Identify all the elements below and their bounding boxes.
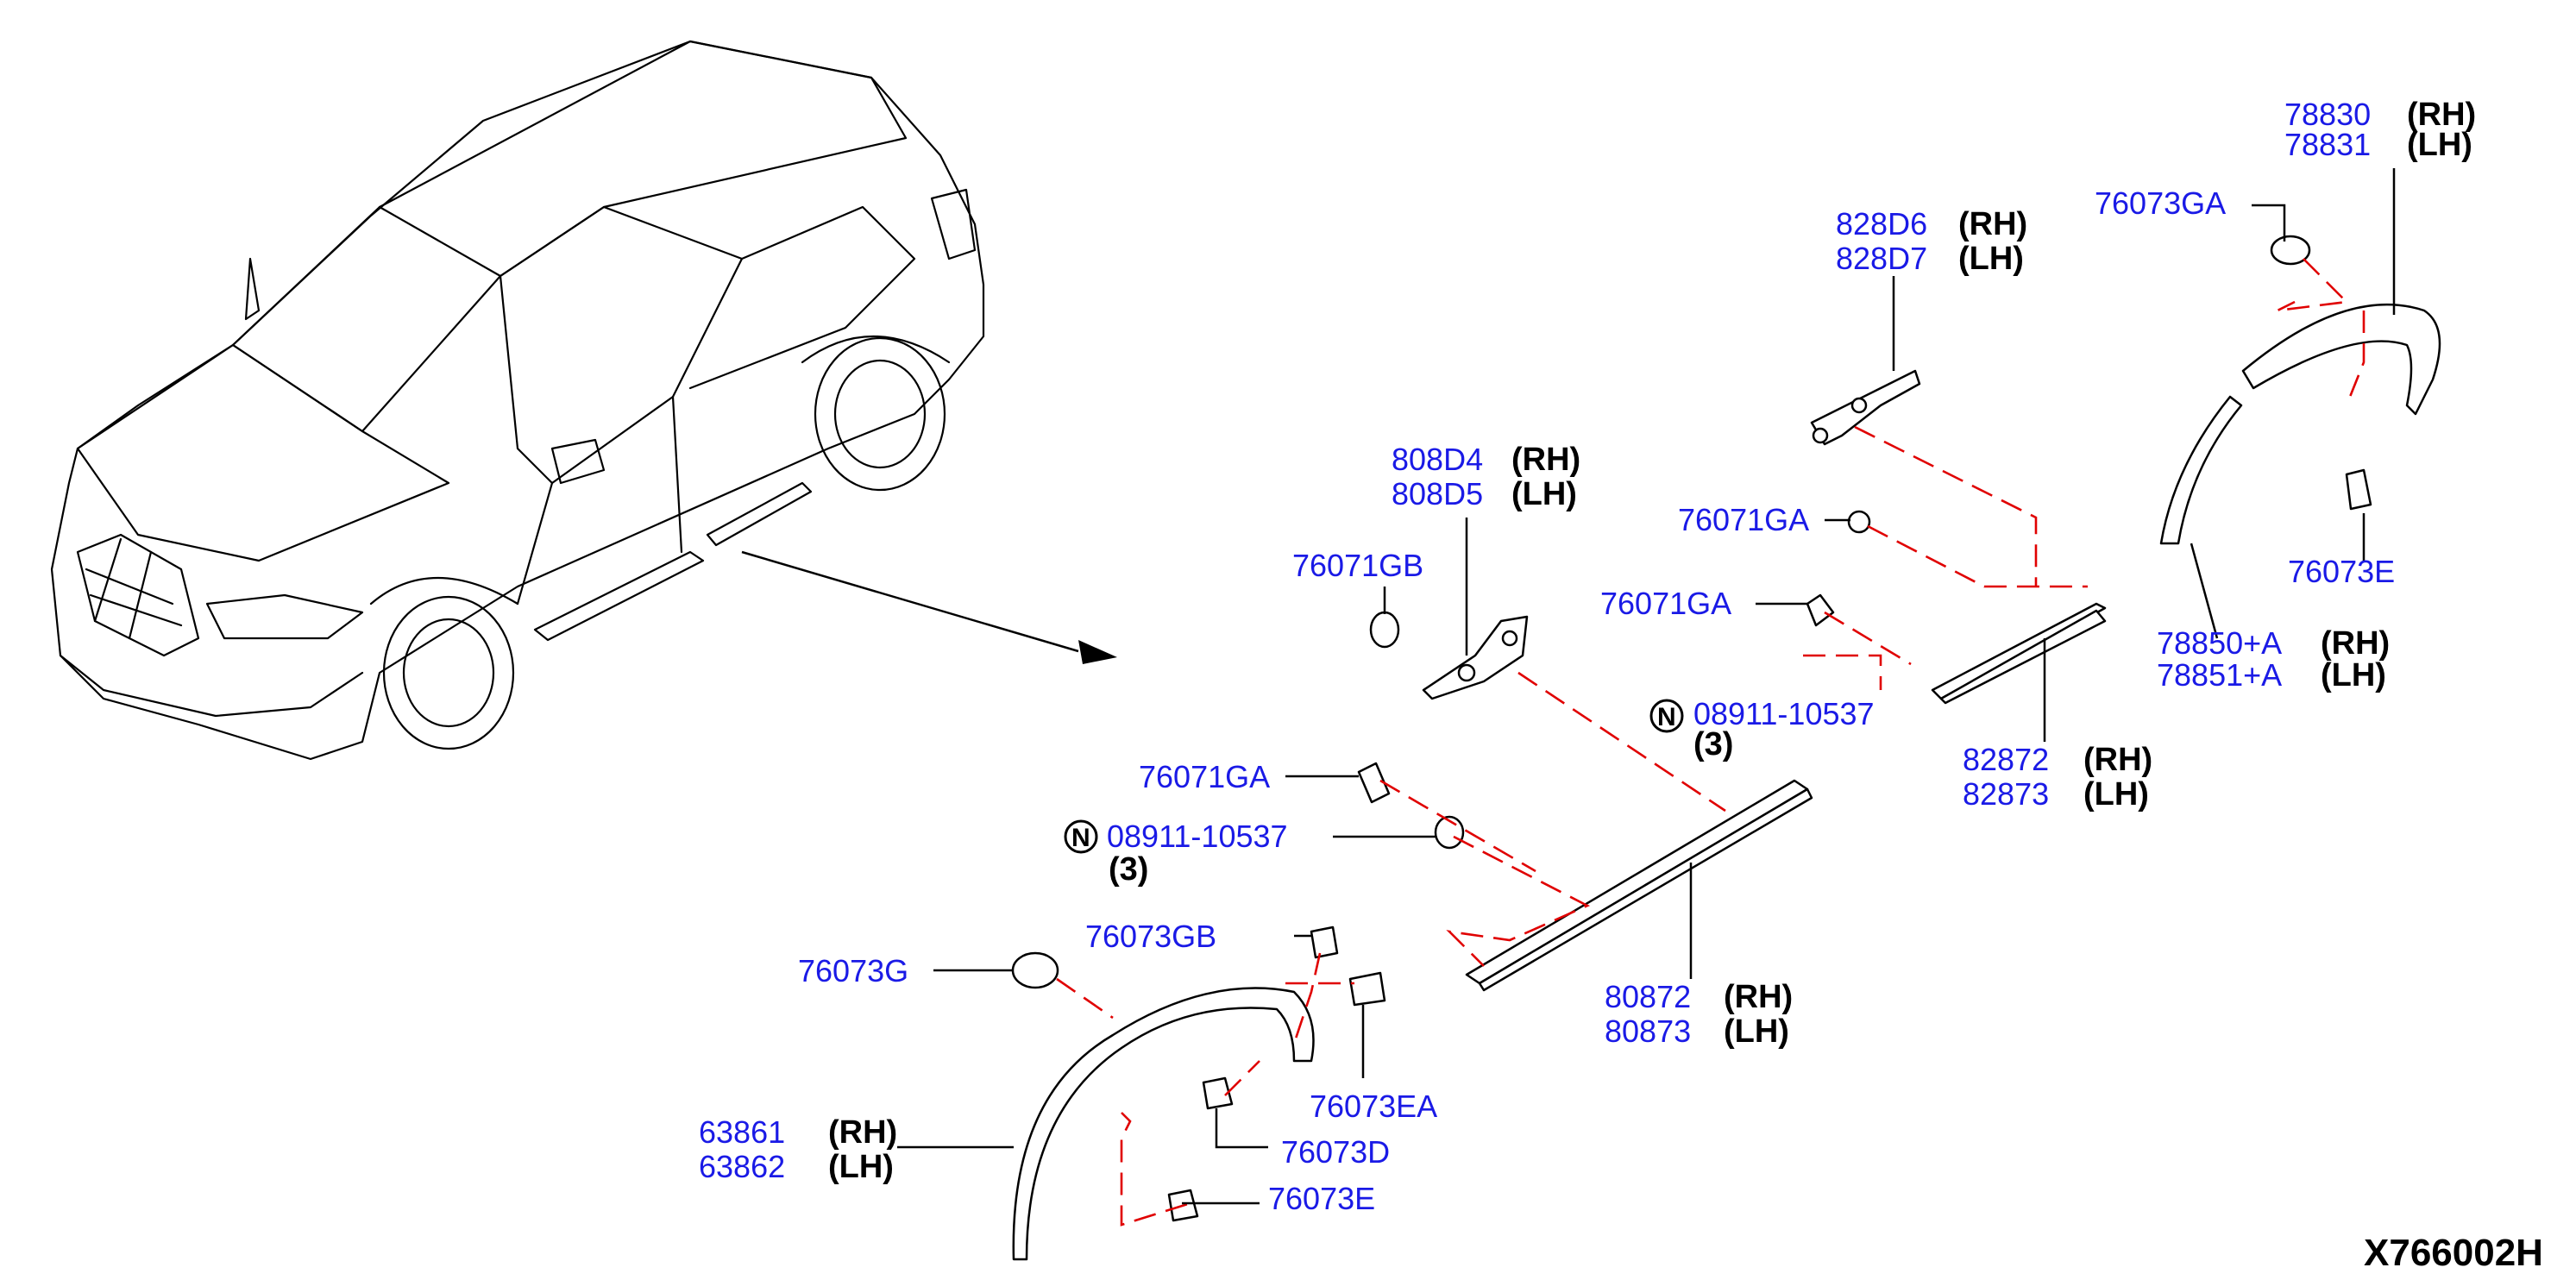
label-63861-side: (RH) bbox=[828, 1114, 897, 1151]
leader-lines bbox=[897, 168, 2396, 1205]
label-78831-side: (LH) bbox=[2407, 127, 2472, 163]
label-808D5-side: (LH) bbox=[1511, 476, 1577, 512]
clip-icon-76071GA-c bbox=[1357, 762, 1391, 804]
label-80872-side: (RH) bbox=[1724, 979, 1793, 1015]
label-76073D: 76073D bbox=[1281, 1134, 1390, 1170]
label-63862-side: (LH) bbox=[828, 1149, 894, 1185]
label-78830: 78830 bbox=[2284, 97, 2371, 132]
label-78830-side: (RH) bbox=[2407, 97, 2476, 133]
assembly-dashed-lines bbox=[1056, 258, 2366, 1227]
label-80873-side: (LH) bbox=[1724, 1013, 1789, 1050]
rear-bracket-828D6 bbox=[1810, 369, 1921, 446]
label-76071GB: 76071GB bbox=[1292, 548, 1423, 583]
rear-side-molding bbox=[1931, 602, 2107, 705]
side-sill-molding bbox=[1465, 779, 1813, 992]
part-labels: 78830 (RH) 78831 (LH) 76073GA 828D6 (RH)… bbox=[699, 97, 2543, 1274]
label-788xxA-lh-side: (LH) bbox=[2321, 657, 2386, 693]
label-76073GA: 76073GA bbox=[2095, 185, 2226, 221]
label-78831: 78831 bbox=[2284, 127, 2371, 162]
rear-wheel-arch-molding bbox=[2159, 303, 2441, 545]
label-788xxA-rh-side: (RH) bbox=[2321, 625, 2390, 662]
label-76071GA-c: 76071GA bbox=[1139, 759, 1270, 794]
label-76073GB: 76073GB bbox=[1085, 919, 1216, 954]
label-76073E-a: 76073E bbox=[2288, 554, 2395, 589]
bracket-808D4 bbox=[1422, 615, 1529, 700]
label-63862: 63862 bbox=[699, 1149, 785, 1184]
label-828D7-side: (LH) bbox=[1958, 241, 2024, 277]
front-wheel-arch-molding bbox=[1012, 987, 1315, 1261]
label-76071GA-b: 76071GA bbox=[1600, 586, 1731, 621]
label-08911-b-qty: (3) bbox=[1109, 851, 1148, 888]
label-808D4: 808D4 bbox=[1392, 442, 1483, 477]
label-82872: 82872 bbox=[1963, 742, 2049, 777]
label-80873: 80873 bbox=[1605, 1013, 1691, 1049]
clip-icon-76071GA-b bbox=[1806, 593, 1835, 627]
label-828D6-side: (RH) bbox=[1958, 206, 2027, 242]
label-08911-b: 08911-10537 bbox=[1107, 819, 1288, 854]
n-marker-icon-b bbox=[1064, 819, 1098, 854]
screw-icon-76073D bbox=[1202, 1076, 1234, 1110]
direction-arrow bbox=[741, 550, 1117, 664]
label-76073G: 76073G bbox=[798, 953, 908, 988]
label-82873-side: (LH) bbox=[2083, 776, 2149, 813]
label-76071GA-a: 76071GA bbox=[1678, 502, 1809, 537]
label-82873: 82873 bbox=[1963, 776, 2049, 812]
n-marker-b: N bbox=[1071, 824, 1090, 852]
screw-icon-76073E-a bbox=[2345, 468, 2372, 511]
clip-icon-76073EA bbox=[1348, 971, 1386, 1007]
screw-icon-76071GA-a bbox=[1847, 510, 1871, 534]
n-marker-icon-a bbox=[1649, 699, 1684, 733]
label-788xxA-lh: 78851+A bbox=[2157, 657, 2282, 693]
vehicle-illustration bbox=[50, 40, 985, 761]
label-808D4-side: (RH) bbox=[1511, 442, 1580, 478]
clip-icon-76071GB bbox=[1369, 611, 1400, 649]
label-08911-a-qty: (3) bbox=[1693, 726, 1733, 762]
n-marker-a: N bbox=[1657, 703, 1676, 731]
clip-icon-76073GA bbox=[2270, 235, 2311, 266]
label-82872-side: (RH) bbox=[2083, 742, 2152, 778]
label-788xxA-rh: 78850+A bbox=[2157, 625, 2282, 661]
diagram-reference: X766002H bbox=[2364, 1232, 2543, 1274]
label-80872: 80872 bbox=[1605, 979, 1691, 1014]
clip-icon-76073G bbox=[1011, 951, 1059, 989]
label-808D5: 808D5 bbox=[1392, 476, 1483, 511]
label-08911-a: 08911-10537 bbox=[1693, 696, 1875, 731]
label-76073E-b: 76073E bbox=[1268, 1181, 1375, 1216]
label-828D7: 828D7 bbox=[1836, 241, 1927, 276]
label-76073EA: 76073EA bbox=[1310, 1089, 1437, 1124]
clip-icon-76073GB bbox=[1310, 925, 1339, 959]
label-63861: 63861 bbox=[699, 1114, 785, 1150]
clips bbox=[1011, 235, 2372, 1222]
label-828D6: 828D6 bbox=[1836, 206, 1927, 242]
